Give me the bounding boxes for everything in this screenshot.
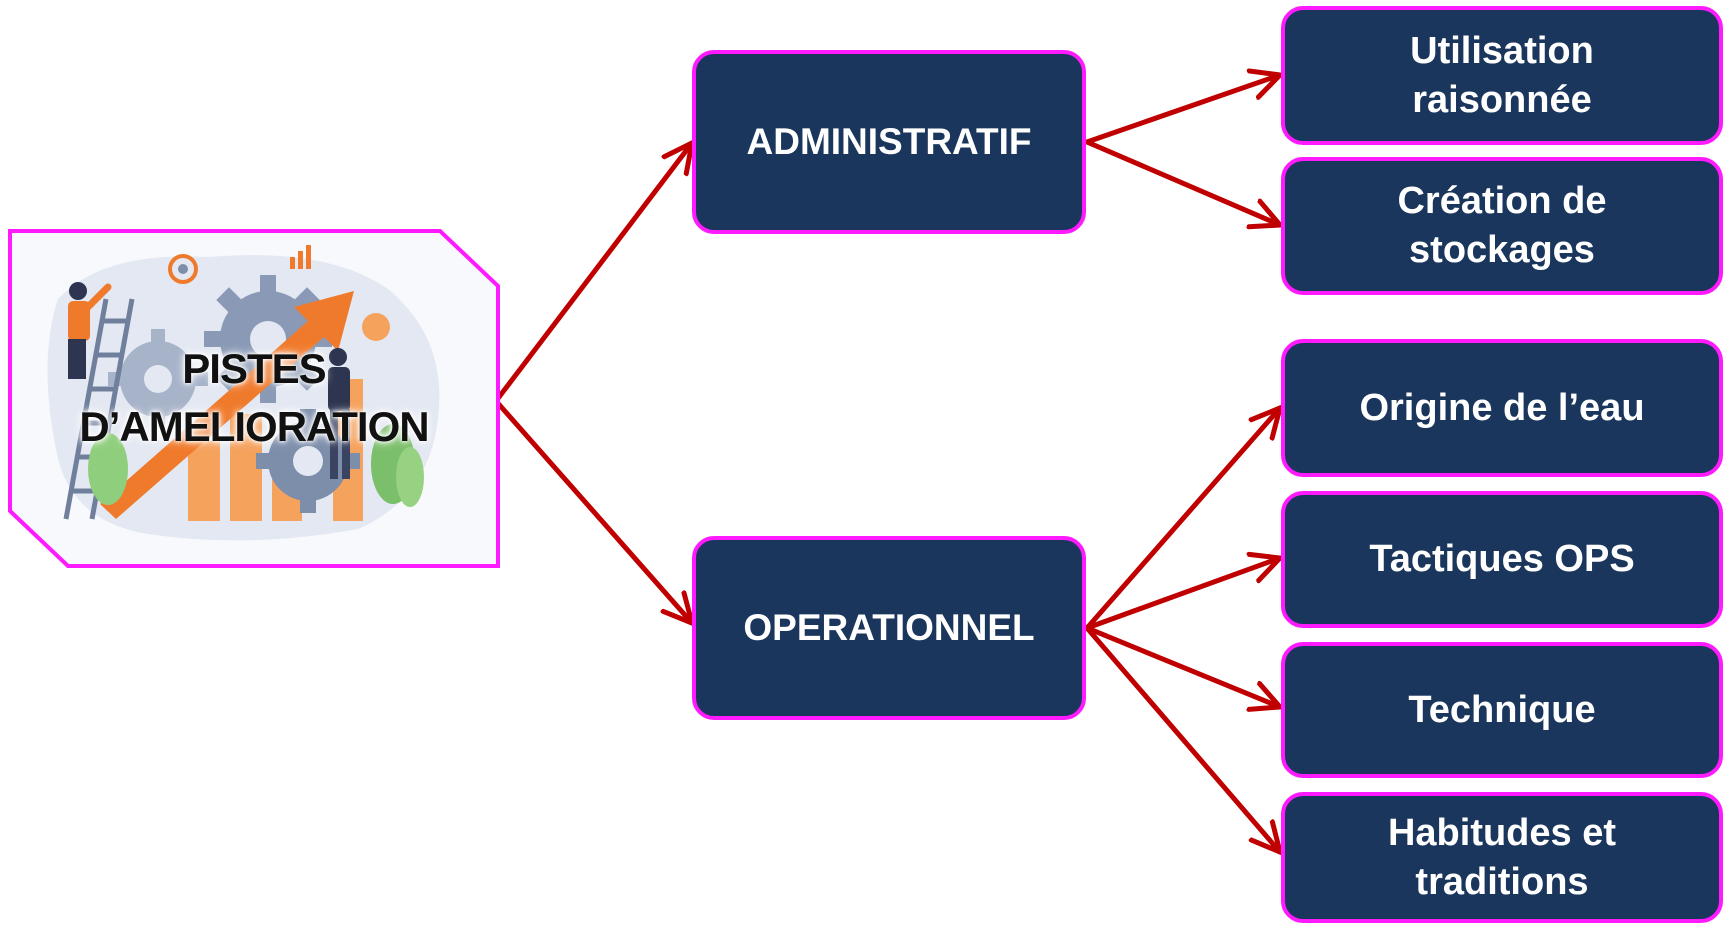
utilisation-line1: Utilisation [1410,29,1594,72]
root-node-title: PISTES D’AMELIORATION [8,340,500,456]
root-title-line2: D’AMELIORATION [79,403,429,450]
operationnel-label: OPERATIONNEL [743,607,1035,649]
arrow-operationnel-to-origine [1084,408,1280,631]
origine-eau-node: Origine de l’eau [1281,339,1723,477]
operationnel-node: OPERATIONNEL [692,536,1086,720]
arrow-root-to-administratif [493,143,692,404]
tactiques-ops-node: Tactiques OPS [1281,491,1723,628]
root-illustration-card [8,229,500,568]
creation-line1: Création de [1397,180,1607,223]
administratif-label: ADMINISTRATIF [746,121,1032,163]
arrow-administratif-to-utilisation [1084,75,1280,145]
arrow-operationnel-to-technique [1084,625,1280,707]
habitudes-line2: traditions [1415,860,1589,903]
creation-line2: stockages [1409,229,1595,271]
arrow-administratif-to-creation [1084,139,1280,225]
business-growth-gears-illustration-icon [47,245,440,541]
creation-stockages-node: Création de stockages [1281,157,1723,295]
technique-node: Technique [1281,642,1723,778]
origine-label: Origine de l’eau [1359,386,1645,429]
habitudes-line1: Habitudes et [1387,811,1617,854]
arrow-operationnel-to-habitudes [1084,625,1280,852]
administratif-node: ADMINISTRATIF [692,50,1086,234]
arrow-root-to-operationnel [493,398,692,623]
root-title-line1: PISTES [182,345,326,392]
habitudes-traditions-node: Habitudes et traditions [1281,792,1723,923]
technique-label: Technique [1408,688,1596,731]
utilisation-line2: raisonnée [1412,78,1592,121]
utilisation-raisonnee-node: Utilisation raisonnée [1281,6,1723,145]
tactiques-label: Tactiques OPS [1369,538,1635,581]
arrow-operationnel-to-tactiques [1084,558,1280,631]
